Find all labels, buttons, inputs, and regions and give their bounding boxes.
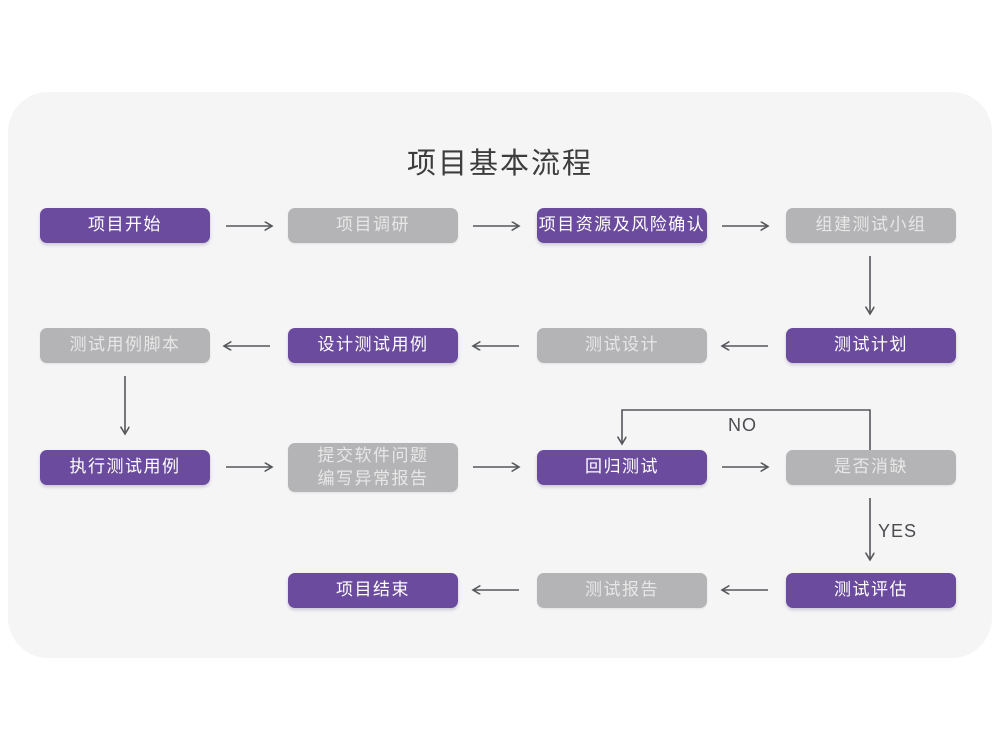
node-resources-risk: 项目资源及风险确认 (537, 208, 707, 243)
diagram-title: 项目基本流程 (406, 148, 593, 180)
node-design-test-cases: 设计测试用例 (288, 328, 458, 363)
node-project-end: 项目结束 (288, 573, 458, 608)
node-submit-issue-report: 提交软件问题 编写异常报告 (288, 443, 458, 492)
node-regression-test: 回归测试 (537, 450, 707, 485)
diagram-card (8, 92, 992, 658)
edge-label-yes: YES (878, 521, 918, 541)
node-test-plan: 测试计划 (786, 328, 956, 363)
node-test-case-scripts: 测试用例脚本 (40, 328, 210, 363)
node-test-report: 测试报告 (537, 573, 707, 608)
node-test-design: 测试设计 (537, 328, 707, 363)
node-project-research: 项目调研 (288, 208, 458, 243)
node-project-start: 项目开始 (40, 208, 210, 243)
node-form-test-team: 组建测试小组 (786, 208, 956, 243)
node-defects-cleared: 是否消缺 (786, 450, 956, 485)
node-execute-test-cases: 执行测试用例 (40, 450, 210, 485)
node-test-evaluation: 测试评估 (786, 573, 956, 608)
edge-label-no: NO (728, 415, 757, 435)
